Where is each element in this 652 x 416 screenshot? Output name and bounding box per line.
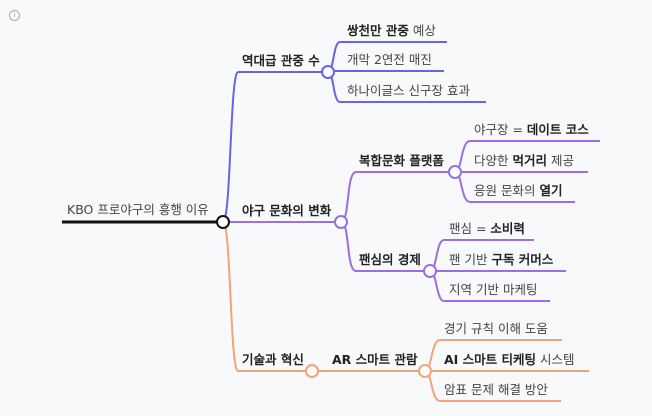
leaf-node[interactable]: 개막 2연전 매진 [347,52,432,67]
branch-node[interactable]: 기술과 혁신 [242,352,304,367]
leaf-node[interactable]: 팬 기반 구독 커머스 [449,252,554,267]
leaf-node[interactable]: AI 스마트 티케팅 시스템 [444,352,575,367]
branch-node[interactable]: 야구 문화의 변화 [242,203,332,218]
sub-node[interactable]: 복합문화 플랫폼 [359,153,444,168]
leaf-node[interactable]: 쌍천만 관중 예상 [347,23,436,38]
leaf-node[interactable]: 경기 규칙 이해 도움 [444,321,548,336]
leaf-node[interactable]: 지역 기반 마케팅 [449,282,538,297]
leaf-node[interactable]: 팬심 = 소비력 [449,221,525,236]
info-icon[interactable]: i [9,10,20,21]
leaf-node[interactable]: 암표 문제 해결 방안 [444,382,548,397]
leaf-node[interactable]: 다양한 먹거리 제공 [474,153,574,168]
leaf-node[interactable]: 하나이글스 신구장 효과 [347,83,470,98]
root-node[interactable]: KBO 프로야구의 흥행 이유 [67,202,209,217]
leaf-node[interactable]: 야구장 = 데이트 코스 [474,122,589,137]
branch-node[interactable]: 역대급 관중 수 [242,53,320,68]
root-node-circle[interactable] [216,215,230,229]
branch-3-lines [222,221,589,402]
leaf-node[interactable]: 응원 문화의 열기 [474,183,563,198]
branch-2-lines [229,140,600,302]
branch-1-lines [222,41,486,223]
sub-node[interactable]: 팬심의 경제 [359,252,421,267]
sub-node[interactable]: AR 스마트 관람 [332,352,418,367]
